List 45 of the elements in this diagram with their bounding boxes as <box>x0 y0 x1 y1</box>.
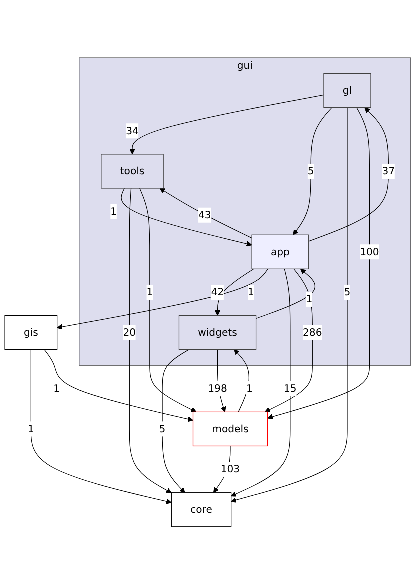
edge-label: 1 <box>110 206 118 218</box>
edge-label: 5 <box>344 286 351 298</box>
arrow <box>231 108 348 503</box>
node-box: gis <box>4 316 58 350</box>
arrow <box>130 94 324 155</box>
arrow <box>129 188 172 494</box>
edge-label: 198 <box>208 382 228 395</box>
arrow <box>160 188 252 239</box>
edge-label: 34 <box>126 124 139 137</box>
arrow <box>231 268 291 497</box>
edge-label: 5 <box>159 422 166 435</box>
arrow <box>234 350 250 413</box>
arrow <box>162 350 190 494</box>
edge-label: 20 <box>123 326 136 338</box>
edge-label: 100 <box>360 246 380 258</box>
arrow <box>264 268 313 413</box>
edge-label: 1 <box>28 422 34 435</box>
edge-label: 103 <box>220 463 240 476</box>
node-box: app <box>252 234 310 270</box>
node-box: tools <box>101 154 164 189</box>
edge-label: 1 <box>146 286 154 298</box>
arrow <box>121 188 252 247</box>
edge-label: 286 <box>303 326 322 338</box>
arrow <box>256 268 316 320</box>
edge-label: 1 <box>246 382 253 395</box>
edge-label: 42 <box>211 286 224 298</box>
edge-label: 1 <box>306 293 313 306</box>
edge-label: 1 <box>248 286 254 298</box>
arrow <box>215 268 254 316</box>
edge-label: 15 <box>284 382 297 395</box>
edge-label: 43 <box>198 209 212 222</box>
arrow <box>140 188 197 412</box>
arrow <box>44 350 194 422</box>
arrow <box>308 108 390 242</box>
arrow <box>57 268 268 330</box>
arrow <box>293 108 332 236</box>
arrow <box>267 108 370 420</box>
edge-label: 5 <box>308 165 314 178</box>
arrow <box>30 350 172 504</box>
edge-label: 1 <box>54 382 60 395</box>
node-box: widgets <box>178 316 257 350</box>
edge-label: 37 <box>382 165 396 178</box>
node-box: gl <box>324 74 372 108</box>
node-box: models <box>192 412 268 447</box>
node-box: core <box>171 492 232 528</box>
